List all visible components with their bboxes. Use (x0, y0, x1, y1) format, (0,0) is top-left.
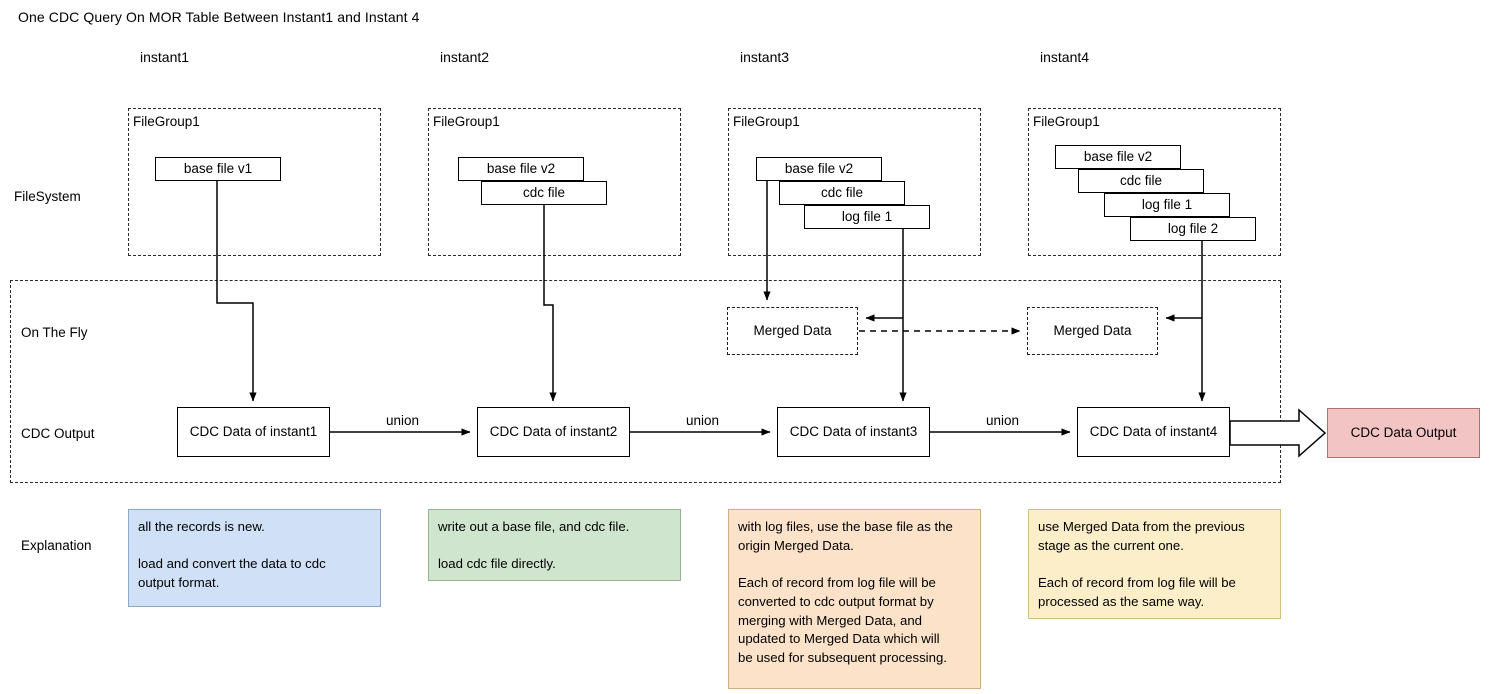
explanation-box-instant4: use Merged Data from the previous stage … (1028, 509, 1281, 619)
file-box-cdc-file: cdc file (1078, 169, 1204, 193)
cdc-data-box-instant3: CDC Data of instant3 (777, 407, 930, 457)
cdc-data-output-box: CDC Data Output (1327, 408, 1480, 458)
column-header-instant1: instant1 (140, 49, 190, 65)
filegroup-instant1: FileGroup1 (128, 108, 381, 256)
column-header-instant4: instant4 (1040, 49, 1090, 65)
file-box-base-file-v1: base file v1 (155, 157, 281, 181)
column-header-instant3: instant3 (740, 49, 790, 65)
file-box-base-file-v2: base file v2 (756, 157, 882, 181)
on-the-fly-cdc-container (10, 280, 1281, 483)
page-title: One CDC Query On MOR Table Between Insta… (18, 9, 420, 25)
filegroup-title: FileGroup1 (133, 114, 200, 129)
cdc-data-box-instant2: CDC Data of instant2 (477, 407, 630, 457)
cdc-data-box-instant4: CDC Data of instant4 (1077, 407, 1230, 457)
union-label-3: union (986, 413, 1020, 428)
file-box-log-file-1: log file 1 (1104, 193, 1230, 217)
union-label-1: union (386, 413, 420, 428)
explanation-box-instant2: write out a base file, and cdc file. loa… (428, 509, 681, 581)
row-label-filesystem: FileSystem (14, 189, 81, 204)
file-box-cdc-file: cdc file (779, 181, 905, 205)
merged-data-box-instant3: Merged Data (727, 307, 858, 355)
file-box-base-file-v2: base file v2 (458, 157, 584, 181)
cdc-data-box-instant1: CDC Data of instant1 (177, 407, 330, 457)
row-label-explanation: Explanation (21, 538, 92, 553)
row-label-cdc-output: CDC Output (21, 426, 95, 441)
filegroup-title: FileGroup1 (1033, 114, 1100, 129)
filegroup-instant3: FileGroup1 (728, 108, 981, 256)
column-header-instant2: instant2 (440, 49, 490, 65)
file-box-log-file-1: log file 1 (804, 205, 930, 229)
filegroup-instant2: FileGroup1 (428, 108, 681, 256)
row-label-on-the-fly: On The Fly (21, 325, 88, 340)
explanation-box-instant3: with log files, use the base file as the… (728, 509, 981, 689)
merged-data-box-instant4: Merged Data (1027, 307, 1158, 355)
filegroup-title: FileGroup1 (733, 114, 800, 129)
file-box-log-file-2: log file 2 (1130, 217, 1256, 241)
filegroup-instant4: FileGroup1 (1028, 108, 1281, 256)
file-box-base-file-v2: base file v2 (1055, 145, 1181, 169)
explanation-box-instant1: all the records is new. load and convert… (128, 509, 381, 607)
file-box-cdc-file: cdc file (481, 181, 607, 205)
filegroup-title: FileGroup1 (433, 114, 500, 129)
union-label-2: union (686, 413, 720, 428)
